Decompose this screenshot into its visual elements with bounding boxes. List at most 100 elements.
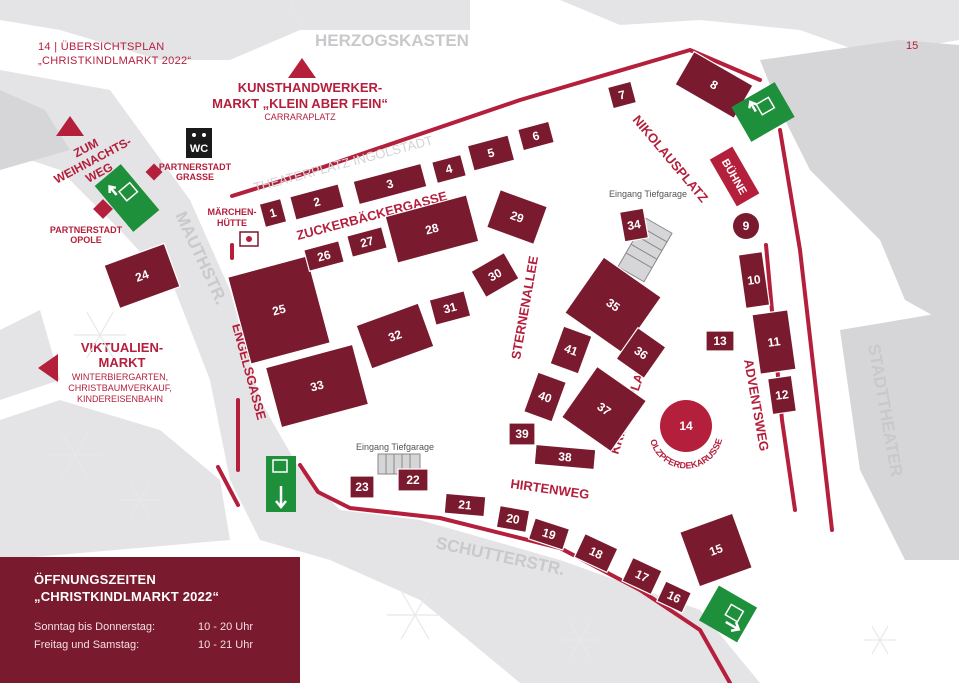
stall-25: 25 <box>227 255 331 365</box>
stall-22: 22 <box>397 468 429 492</box>
hours-row: Freitag und Samstag: 10 - 21 Uhr <box>34 639 253 651</box>
exits-layer <box>94 82 795 643</box>
stall-29-label: 29 <box>508 208 526 226</box>
stall-17-box <box>621 556 663 596</box>
stall-41-label: 41 <box>562 341 580 359</box>
stall-21-box <box>443 492 487 518</box>
opole-marker-icon <box>93 199 113 219</box>
stall-16: 16 <box>655 580 693 614</box>
stall-40: 40 <box>522 371 568 423</box>
stall-39-label: 39 <box>515 427 529 441</box>
stall-4-label: 4 <box>444 161 454 176</box>
hours-value: 10 - 20 Uhr <box>198 621 254 633</box>
stall-30-label: 30 <box>486 265 505 284</box>
stall-11: 11 <box>751 309 797 375</box>
page-header-left: 14 | ÜBERSICHTSPLAN <box>38 41 165 53</box>
hours-row: Sonntag bis Donnerstag: 10 - 20 Uhr <box>34 621 253 633</box>
emergency-exit-icon <box>266 456 296 512</box>
snowflake-icon <box>387 590 443 640</box>
tiefgarage-south-label: Eingang Tiefgarage <box>356 442 434 452</box>
stall-18-label: 18 <box>587 544 605 562</box>
hours-days: Freitag und Samstag: <box>34 639 140 651</box>
stall-15-box <box>679 512 753 588</box>
stall-30: 30 <box>470 251 520 299</box>
stall-29-box <box>485 188 549 246</box>
stall-33-label: 33 <box>309 377 326 394</box>
stall-11-label: 11 <box>767 334 782 350</box>
stall-23-box <box>349 475 375 499</box>
stall-36: 36 <box>615 326 667 380</box>
stall-36-box <box>615 326 667 380</box>
stall-33: 33 <box>264 343 370 429</box>
stall-33-box <box>264 343 370 429</box>
stall-38-box <box>533 443 597 471</box>
stall-40-box <box>522 371 568 423</box>
stall-19-label: 19 <box>540 525 557 543</box>
stall-20: 20 <box>495 504 531 534</box>
viktualien-sub-1: WINTERBIERGARTEN, <box>72 372 168 382</box>
viktualien-sub-2: CHRISTBAUMVERKAUF, <box>68 383 172 393</box>
stall-13: 13 <box>705 330 735 352</box>
stalls-layer: 1234567810111213151617181920212223242526… <box>103 50 798 614</box>
stall-27: 27 <box>346 225 388 259</box>
carraraplatz-label: CARRARAPLATZ <box>264 112 336 122</box>
hours-value: 10 - 21 Uhr <box>198 639 254 651</box>
stall-13-label: 13 <box>713 334 727 348</box>
viktualien-title-1: VIKTUALIEN- <box>81 340 163 355</box>
stall-1-label: 1 <box>268 205 278 220</box>
kunsthandwerker-line1: KUNSTHANDWERKER- <box>238 80 382 95</box>
stall-6-box <box>516 120 556 152</box>
stall-12-label: 12 <box>774 387 789 403</box>
stall-40-label: 40 <box>536 388 554 406</box>
stall-19: 19 <box>527 517 571 551</box>
emergency-exit-icon <box>731 82 795 142</box>
stall-24-box <box>103 242 181 310</box>
maerchenhuette-2: HÜTTE <box>217 218 247 228</box>
stall-18: 18 <box>573 532 619 574</box>
stall-15-label: 15 <box>707 541 725 559</box>
stall-41: 41 <box>549 325 593 375</box>
stall-21-label: 21 <box>458 497 473 512</box>
maerchenhuette-1: MÄRCHEN- <box>208 207 257 217</box>
opening-hours-title-1: ÖFFNUNGSZEITEN <box>34 572 156 587</box>
stall-38-label: 38 <box>558 449 573 464</box>
stall-26-label: 26 <box>316 247 333 264</box>
kunsthandwerker-line2: MARKT „KLEIN ABER FEIN“ <box>212 96 388 111</box>
partnerstadt-grasse-2: GRASSE <box>176 172 214 182</box>
stall-1: 1 <box>258 197 288 229</box>
stall-11-box <box>751 309 797 375</box>
viktualien-title-2: MARKT <box>99 355 146 370</box>
stall-7: 7 <box>606 80 638 110</box>
buehne-stage: BÜHNE <box>709 146 760 207</box>
stall-5: 5 <box>466 134 516 172</box>
maerchenhuette-dot <box>246 236 252 242</box>
stall-3: 3 <box>352 162 428 206</box>
opening-hours-panel: ÖFFNUNGSZEITEN „CHRISTKINDLMARKT 2022“ S… <box>0 557 300 683</box>
stall-24: 24 <box>103 242 181 310</box>
stall-23: 23 <box>349 475 375 499</box>
stall-10-box <box>737 250 771 310</box>
boundary-lines <box>216 48 834 683</box>
partnerstadt-opole-1: PARTNERSTADT <box>50 225 123 235</box>
stall-18-box <box>573 532 619 574</box>
page-header-subtitle: „CHRISTKINDLMARKT 2022“ <box>38 55 192 67</box>
stall-37-box <box>560 365 648 453</box>
stall-30-box <box>470 251 520 299</box>
kunsthandwerker-arrow-icon <box>288 58 316 78</box>
stall-39: 39 <box>508 422 536 446</box>
stall-22-box <box>397 468 429 492</box>
stall-34-label: 34 <box>626 217 642 233</box>
emergency-exit-icon <box>94 164 160 232</box>
stall-38: 38 <box>533 443 597 471</box>
stall-16-label: 16 <box>665 588 683 606</box>
snowflake-icon <box>558 620 602 660</box>
stall-8: 8 <box>674 50 754 120</box>
hours-days: Sonntag bis Donnerstag: <box>34 621 156 633</box>
stall-22-label: 22 <box>406 473 420 487</box>
stall-1-box <box>258 197 288 229</box>
stall-28-box <box>384 194 480 264</box>
stall-7-label: 7 <box>617 87 627 102</box>
partnerstadt-grasse-1: PARTNERSTADT <box>159 162 232 172</box>
stall-5-label: 5 <box>486 145 496 160</box>
stall-32: 32 <box>355 302 435 370</box>
